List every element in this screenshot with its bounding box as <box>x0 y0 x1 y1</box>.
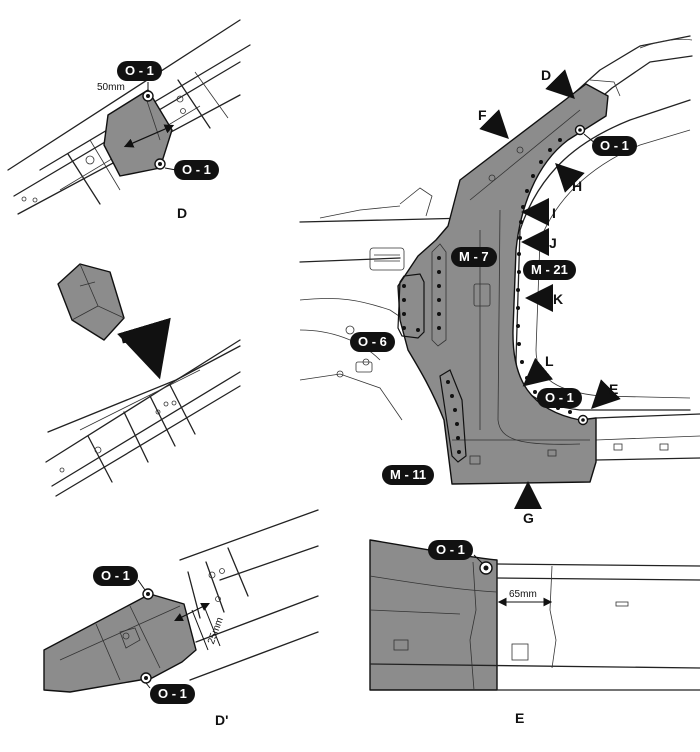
main-weld-top <box>574 124 586 136</box>
d-prime-view-label: D' <box>215 712 229 728</box>
view-e <box>369 539 700 691</box>
e-section-panel <box>369 539 498 691</box>
e-view-label: E <box>515 710 525 726</box>
arrow-label-k: K <box>553 291 564 307</box>
pillar-panel <box>397 83 609 485</box>
main-callout-o1-top: O - 1 <box>592 136 637 156</box>
welds-m11 <box>439 369 467 463</box>
d-callout-bottom: O - 1 <box>174 160 219 180</box>
e-dimension: 65mm <box>509 589 537 600</box>
e-weld <box>479 561 493 575</box>
welds-m7 <box>431 243 447 347</box>
main-callout-m21: M - 21 <box>523 260 576 280</box>
main-callout-m11: M - 11 <box>382 465 435 485</box>
arrow-label-f: F <box>478 107 487 123</box>
e-callout: O - 1 <box>428 540 473 560</box>
welds-o6 <box>397 273 425 339</box>
arrow-label-g: G <box>523 510 534 526</box>
main-weld-bottom <box>577 414 589 426</box>
d-prime-weld-bottom <box>140 672 152 684</box>
d-prime-callout-bottom: O - 1 <box>150 684 195 704</box>
view-main <box>299 35 700 509</box>
main-callout-m7: M - 7 <box>451 247 497 267</box>
view-assembled <box>45 339 241 497</box>
d-prime-section-panel <box>43 593 197 693</box>
view-d <box>7 19 251 215</box>
d-weld-top <box>142 90 154 102</box>
main-callout-o1-bottom: O - 1 <box>537 388 582 408</box>
arrow-label-d: D <box>541 67 552 83</box>
arrow-label-j: J <box>549 235 557 251</box>
d-callout-top: O - 1 <box>117 61 162 81</box>
d-view-label: D <box>177 205 188 221</box>
d-prime-callout-top: O - 1 <box>93 566 138 586</box>
arrow-label-h: H <box>572 178 583 194</box>
arrow-label-l: L <box>545 353 554 369</box>
arrow-label-e: E <box>609 381 619 397</box>
d-dimension: 50mm <box>97 82 125 93</box>
d-weld-bottom <box>154 158 166 170</box>
curved-arrow <box>117 317 171 380</box>
arrow-label-i: I <box>552 205 556 221</box>
main-callout-o6: O - 6 <box>350 332 395 352</box>
d-prime-weld-top <box>142 588 154 600</box>
replacement-piece <box>57 263 125 341</box>
view-d-prime <box>43 509 319 693</box>
view-arrows <box>479 69 621 509</box>
